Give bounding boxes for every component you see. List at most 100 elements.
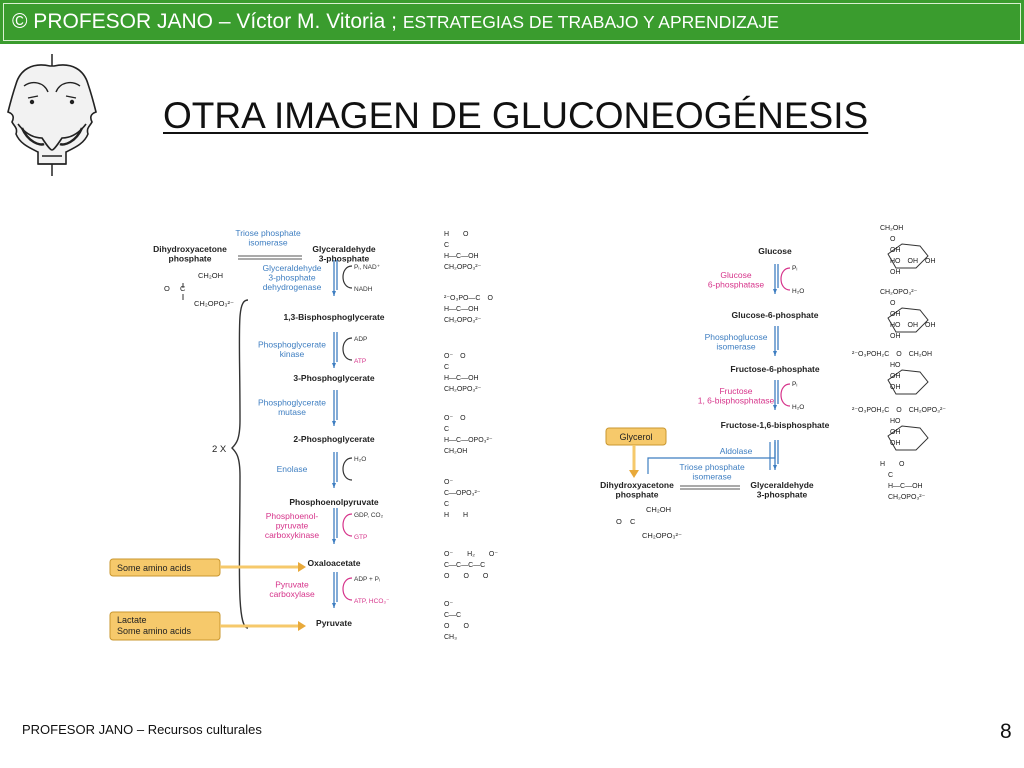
- arrow-head-icon: [332, 483, 336, 488]
- dhap-formula: CH₂OH: [646, 505, 671, 514]
- arrow-head-icon: [332, 539, 336, 544]
- feeder-amino-acids: Some amino acids: [117, 563, 192, 573]
- cofactor-in: GDP, CO₂: [354, 512, 384, 519]
- page-title: OTRA IMAGEN DE GLUCONEOGÉNESIS: [163, 95, 869, 136]
- triose-isomerase-label-line: isomerase: [692, 472, 731, 482]
- structure-formula-line: C—C—C—C: [444, 562, 485, 569]
- triose-isomerase-label-line: Triose phosphate: [235, 228, 301, 238]
- enzyme-label-line: 6-phosphatase: [708, 280, 765, 290]
- enzyme-label-line: Phosphoglycerate: [258, 340, 326, 350]
- dhap-formula: CH₂OH: [198, 271, 223, 280]
- ring-shape: [887, 425, 929, 451]
- footer-text: PROFESOR JANO – Recursos culturales: [22, 722, 262, 737]
- dhap-label-line: Dihydroxyacetone: [153, 244, 227, 254]
- cofactor-out: Pᵢ: [792, 265, 797, 272]
- product-label: Phosphoenolpyruvate: [289, 497, 379, 507]
- brace-line: [231, 299, 249, 629]
- arrow-head-icon: [332, 603, 336, 608]
- cofactor-in: Pᵢ, NAD⁺: [354, 264, 381, 271]
- structure-formula-line: C: [444, 501, 449, 508]
- structure-formula: OH: [890, 373, 901, 380]
- enzyme-label-line: Phosphoglycerate: [258, 398, 326, 408]
- cofactor-out: ATP: [354, 358, 366, 365]
- arrow-head-icon: [298, 621, 306, 631]
- cofactor-in: H₂O: [792, 404, 804, 411]
- cofactor-in: ADP + Pᵢ: [354, 576, 380, 583]
- structure-formula-line: C: [444, 364, 449, 371]
- enzyme-label-line: 3-phosphate: [268, 273, 316, 283]
- enzyme-label-line: 1, 6-bisphosphatase: [698, 396, 775, 406]
- cofactor-arrow: [780, 383, 791, 407]
- enzyme-label-line: isomerase: [716, 342, 755, 352]
- structure-formula-line: ²⁻O₃PO—C O: [444, 295, 493, 302]
- enzyme-label-line: dehydrogenase: [263, 282, 322, 292]
- gap-label-line: 3-phosphate: [757, 490, 808, 500]
- structure-formula: OH: [890, 440, 901, 447]
- cofactor-arrow: [342, 337, 353, 361]
- ring-shape: [887, 243, 929, 269]
- enzyme-label-line: Pyruvate: [275, 580, 309, 590]
- structure-formula: ²⁻O₃POH₂C O CH₂OPO₃²⁻: [852, 407, 946, 414]
- structure-formula: H—C—OH: [888, 483, 923, 490]
- cofactor-in: H₂O: [354, 456, 366, 463]
- dhap-formula: O: [616, 517, 622, 526]
- enzyme-label-line: pyruvate: [276, 521, 309, 531]
- structure-formula-line: CH₂OPO₃²⁻: [444, 386, 482, 393]
- dhap-label-line: phosphate: [616, 490, 659, 500]
- structure-formula: HO OH OH: [890, 258, 936, 265]
- product-label: Pyruvate: [316, 618, 352, 628]
- triose-isomerase-label-line: isomerase: [248, 238, 287, 248]
- structure-formula: HO: [890, 362, 901, 369]
- enzyme-label-line: kinase: [280, 349, 305, 359]
- arrow-head-icon: [629, 470, 639, 478]
- enzyme-label-line: carboxylase: [269, 589, 315, 599]
- structure-formula-line: O⁻: [444, 601, 453, 608]
- structure-formula-line: O⁻ O: [444, 353, 466, 360]
- right-pathway: GlucoseGlucose6-phosphatasePᵢH₂OGlucose-…: [600, 246, 829, 540]
- arrow-head-icon: [773, 465, 777, 470]
- structure-formula: ²⁻O₃POH₂C O CH₂OH: [852, 351, 932, 358]
- structure-formula-line: CH₂OPO₃²⁻: [444, 264, 482, 271]
- gap-label-line: Glyceraldehyde: [312, 244, 376, 254]
- product-label: 1,3-Bisphosphoglycerate: [283, 312, 384, 322]
- product-label: Glucose-6-phosphate: [732, 310, 819, 320]
- structure-formula-line: C: [444, 242, 449, 249]
- product-label: Fructose-1,6-bisphosphate: [721, 420, 830, 430]
- structure-formula-line: H O: [444, 231, 469, 238]
- cofactor-out: GTP: [354, 534, 367, 541]
- arrow-head-icon: [332, 363, 336, 368]
- product-label: Fructose-6-phosphate: [730, 364, 820, 374]
- structure-formula: OH: [890, 333, 901, 340]
- structure-formula: OH: [890, 429, 901, 436]
- structure-formula-line: CH₂OH: [444, 448, 467, 455]
- structure-formula-line: H—C—OH: [444, 306, 479, 313]
- header-sub-text: ESTRATEGIAS DE TRABAJO Y APRENDIZAJE: [402, 12, 779, 32]
- structure-formula: CH₂OPO₃²⁻: [880, 289, 918, 296]
- structure-formula-line: H H: [444, 512, 468, 519]
- structure-formula: O: [890, 300, 896, 307]
- enzyme-label-line: Aldolase: [720, 446, 753, 456]
- gap-label-line: 3-phosphate: [319, 254, 370, 264]
- structure-formula-line: CH₂OPO₃²⁻: [444, 317, 482, 324]
- cofactor-arrow: [342, 265, 353, 289]
- ring-shape: [887, 369, 929, 395]
- structure-formula: OH: [890, 269, 901, 276]
- structure-formula: CH₂OPO₃²⁻: [888, 494, 926, 501]
- arrow-head-icon: [332, 421, 336, 426]
- structure-formula-line: C: [444, 426, 449, 433]
- aldolase-split-line: [647, 442, 776, 474]
- product-label: 3-Phosphoglycerate: [293, 373, 375, 383]
- cofactor-arrow: [780, 267, 791, 291]
- product-label: Glucose: [758, 246, 792, 256]
- header-bar: © PROFESOR JANO – Víctor M. Vitoria ; ES…: [0, 0, 1024, 44]
- header-text: © PROFESOR JANO – Víctor M. Vitoria ; ES…: [12, 10, 779, 34]
- structure-formula-line: O⁻ H₂ O⁻: [444, 551, 498, 558]
- feeder-box: [605, 427, 667, 446]
- structure-formula: C: [888, 472, 893, 479]
- enzyme-label-line: Enolase: [277, 464, 308, 474]
- cofactor-out: NADH: [354, 286, 373, 293]
